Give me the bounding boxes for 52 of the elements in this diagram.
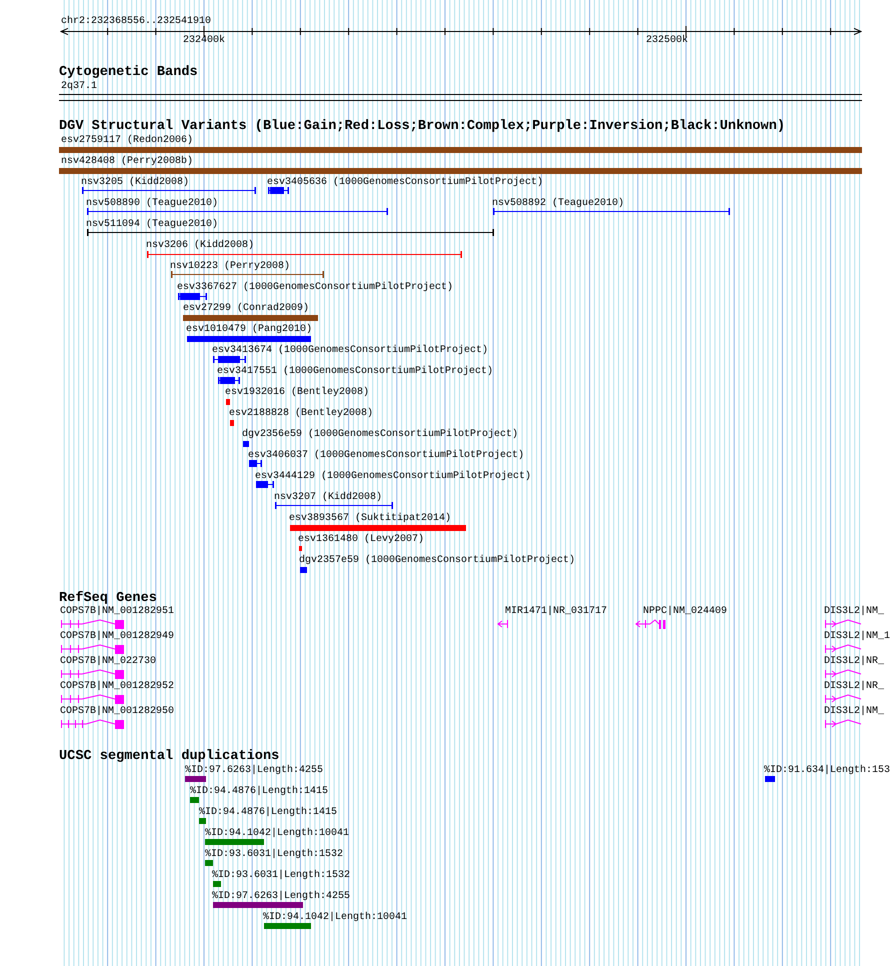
feature-label: nsv508890 (Teague2010): [86, 198, 218, 210]
tick-label: 232500k: [646, 35, 688, 47]
feature-label: nsv3206 (Kidd2008): [146, 240, 254, 252]
track-title: DGV Structural Variants (Blue:Gain;Red:Loss;Brown:Complex;Purple:Inversion;Black:Unknown): [59, 120, 786, 134]
feature-label: nsv3207 (Kidd2008): [274, 492, 382, 504]
duplication-label: %ID:93.6031|Length:1532: [212, 870, 350, 882]
gene-label: COPS7B|NM_001282949: [60, 631, 174, 643]
gene-label: DIS3L2|NR_: [824, 656, 884, 668]
gene-label: NPPC|NM_024409: [643, 606, 728, 618]
feature-label: esv2188828 (Bentley2008): [229, 408, 374, 420]
duplication-label: %ID:93.6031|Length:1532: [205, 849, 344, 861]
duplication-label: %ID:94.4876|Length:1415: [199, 807, 338, 819]
gene-label: MIR1471|NR_031717: [505, 606, 608, 618]
feature-label: nsv511094 (Teague2010): [86, 219, 218, 231]
feature-label: esv1932016 (Bentley2008): [225, 387, 370, 399]
track-title: Cytogenetic Bands: [59, 66, 198, 80]
feature-label: nsv508892 (Teague2010): [492, 198, 624, 210]
feature-label: esv2759117 (Redon2006): [61, 135, 194, 147]
feature-label: nsv10223 (Perry2008): [170, 261, 290, 273]
duplication-label: %ID:94.1042|Length:10041: [205, 828, 350, 840]
duplication-label: %ID:94.4876|Length:1415: [190, 786, 328, 798]
feature-label: esv3405636 (1000GenomesConsortiumPilotProject): [267, 177, 544, 189]
gene-label: COPS7B|NM_001282951: [60, 606, 174, 618]
feature-label: dgv2357e59 (1000GenomesConsortiumPilotProject): [299, 555, 576, 567]
gene-label: DIS3L2|NM_1: [824, 631, 890, 643]
feature-label: esv3444129 (1000GenomesConsortiumPilotProject): [255, 471, 532, 483]
coordinate-label: chr2:232368556..232541910: [61, 16, 212, 28]
gene-label: COPS7B|NM_001282950: [60, 706, 174, 718]
feature-label: esv1361480 (Levy2007): [298, 534, 424, 546]
gene-label: DIS3L2|NR_: [824, 681, 884, 693]
feature-label: nsv428408 (Perry2008b): [61, 156, 194, 168]
tick-label: 232400k: [183, 35, 226, 47]
duplication-label: %ID:97.6263|Length:4255: [185, 765, 324, 777]
feature-label: esv3893567 (Suktitipat2014): [289, 513, 452, 525]
gene-label: DIS3L2|NM_: [824, 706, 884, 718]
duplication-label: %ID:94.1042|Length:10041: [263, 912, 408, 924]
feature-label: esv3417551 (1000GenomesConsortiumPilotProject): [217, 366, 494, 378]
feature-label: dgv2356e59 (1000GenomesConsortiumPilotProject): [242, 429, 518, 441]
gene-label: COPS7B|NM_022730: [60, 656, 156, 668]
gene-label: DIS3L2|NM_: [824, 606, 884, 618]
gene-label: COPS7B|NM_001282952: [60, 681, 174, 693]
feature-label: esv1010479 (Pang2010): [186, 324, 312, 336]
feature-label: esv27299 (Conrad2009): [183, 303, 310, 315]
feature-label: nsv3205 (Kidd2008): [81, 177, 190, 189]
band-label: 2q37.1: [61, 81, 98, 93]
feature-label: esv3413674 (1000GenomesConsortiumPilotProject): [212, 345, 488, 357]
feature-label: esv3406037 (1000GenomesConsortiumPilotProject): [248, 450, 524, 462]
track-title: RefSeq Genes: [59, 592, 157, 606]
duplication-label: %ID:91.634|Length:153: [764, 765, 890, 777]
track-title: UCSC segmental duplications: [59, 750, 280, 764]
feature-label: esv3367627 (1000GenomesConsortiumPilotProject): [177, 282, 454, 294]
duplication-label: %ID:97.6263|Length:4255: [212, 891, 350, 903]
